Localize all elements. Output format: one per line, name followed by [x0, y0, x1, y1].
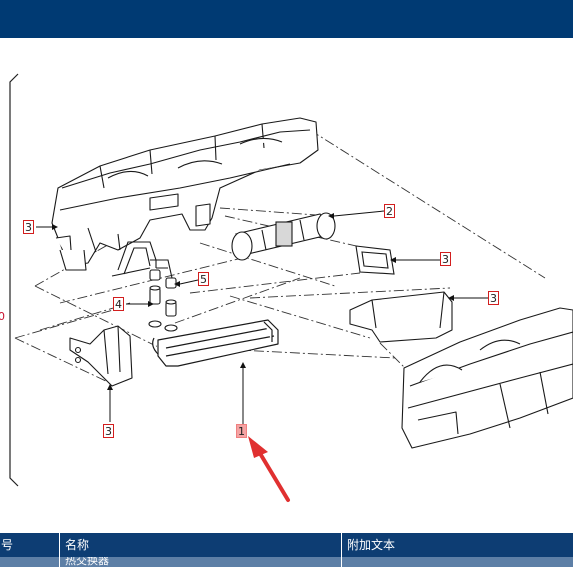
callout-1-heat-exchanger[interactable]: 1 [236, 424, 247, 438]
column-header-additional-text[interactable]: 附加文本 [347, 538, 396, 552]
red-pointer-arrow-icon [248, 436, 290, 502]
diagram-drawing [9, 73, 573, 502]
callout-3-bracket[interactable]: 3 [103, 424, 114, 438]
callout-2-blower[interactable]: 2 [384, 204, 395, 218]
callout-5-fitting[interactable]: 5 [198, 272, 209, 286]
callout-3-duct[interactable]: 3 [488, 291, 499, 305]
exploded-parts-diagram: 0 3 2 3 5 4 3 3 1 [0, 38, 573, 530]
edge-label: 0 [0, 310, 5, 323]
cell-number [0, 557, 60, 567]
callout-4-fitting[interactable]: 4 [113, 297, 124, 311]
callout-3-left-housing[interactable]: 3 [23, 220, 34, 234]
callout-3-filter[interactable]: 3 [440, 252, 451, 266]
column-header-number[interactable]: 号 [0, 533, 60, 557]
cell-name: 热交换器 [60, 557, 342, 567]
cell-additional-text [342, 557, 573, 567]
top-header-bar [0, 0, 573, 38]
parts-table-header: 号 名称 附加文本 [0, 533, 573, 557]
column-header-name[interactable]: 名称 [60, 533, 342, 557]
table-row[interactable]: 热交换器 [0, 557, 573, 567]
